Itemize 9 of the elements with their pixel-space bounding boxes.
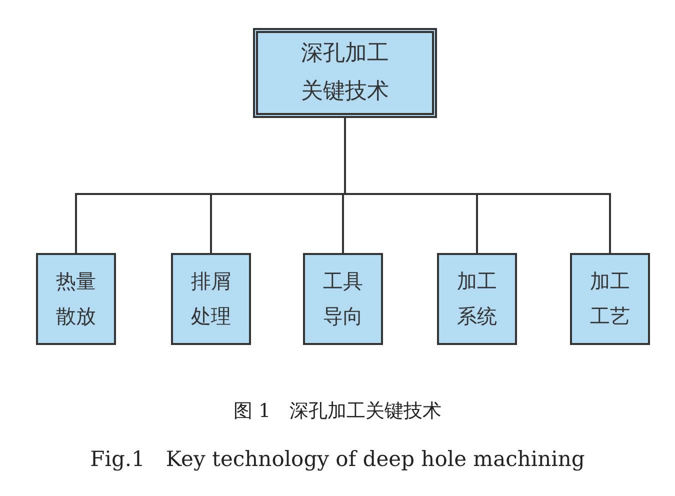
branch-box: 排屑处理 [171,253,251,345]
branch-box: 工具导向 [303,253,383,345]
connector-line [344,118,611,253]
branch-box: 加工工艺 [570,253,650,345]
branch-box: 热量散放 [36,253,116,345]
root-box: 深孔加工关键技术 [253,28,437,118]
figure-caption: 图 1 深孔加工关键技术 [233,400,442,422]
branch-box: 加工系统 [437,253,517,345]
figure-caption-english: Fig.1 Key technology of deep hole machining [90,447,585,471]
